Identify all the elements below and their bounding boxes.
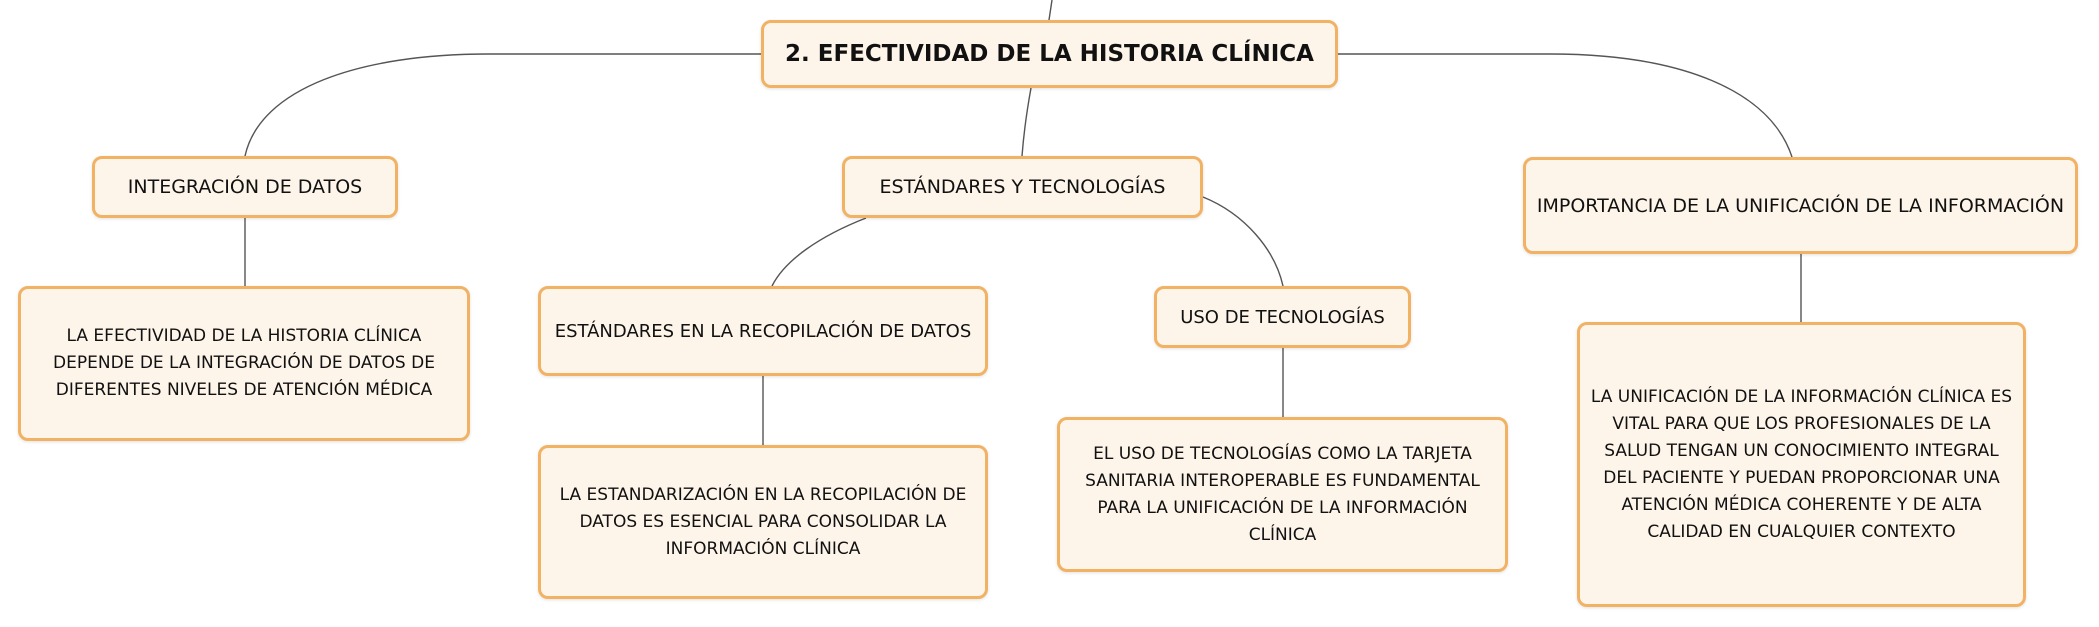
topic-node-label: ESTÁNDARES Y TECNOLOGÍAS: [879, 176, 1166, 198]
detail-node-integracion[interactable]: LA EFECTIVIDAD DE LA HISTORIA CLÍNICA DE…: [18, 286, 470, 441]
connector-estandares-uso: [1202, 196, 1284, 287]
detail-node-text: LA ESTANDARIZACIÓN EN LA RECOPILACIÓN DE…: [559, 484, 967, 559]
detail-node-text: LA UNIFICACIÓN DE LA INFORMACIÓN CLÍNICA…: [1590, 386, 2013, 542]
subtopic-node-label: ESTÁNDARES EN LA RECOPILACIÓN DE DATOS: [554, 320, 972, 342]
subtopic-node-label: USO DE TECNOLOGÍAS: [1180, 306, 1385, 328]
topic-node-label: IMPORTANCIA DE LA UNIFICACIÓN DE LA INFO…: [1536, 194, 2065, 217]
detail-node-text: EL USO DE TECNOLOGÍAS COMO LA TARJETA SA…: [1085, 443, 1480, 545]
subtopic-node-estandares-recopilacion[interactable]: ESTÁNDARES EN LA RECOPILACIÓN DE DATOS: [538, 286, 988, 376]
topic-node-importancia-unificacion[interactable]: IMPORTANCIA DE LA UNIFICACIÓN DE LA INFO…: [1523, 157, 2078, 254]
connector-root-estandares: [1021, 87, 1032, 157]
detail-node-tecnologias[interactable]: EL USO DE TECNOLOGÍAS COMO LA TARJETA SA…: [1057, 417, 1508, 572]
root-node[interactable]: 2. EFECTIVIDAD DE LA HISTORIA CLÍNICA: [761, 20, 1338, 88]
connector-root-integracion: [244, 53, 761, 157]
connector-root-parent: [1048, 0, 1053, 21]
topic-node-label: INTEGRACIÓN DE DATOS: [127, 176, 363, 198]
connector-estandares-recopilacion: [771, 217, 867, 287]
root-node-label: 2. EFECTIVIDAD DE LA HISTORIA CLÍNICA: [785, 41, 1314, 67]
topic-node-estandares-y-tecnologias[interactable]: ESTÁNDARES Y TECNOLOGÍAS: [842, 156, 1203, 218]
connector-root-importancia: [1338, 53, 1793, 158]
detail-node-text: LA EFECTIVIDAD DE LA HISTORIA CLÍNICA DE…: [53, 326, 435, 400]
subtopic-node-uso-de-tecnologias[interactable]: USO DE TECNOLOGÍAS: [1154, 286, 1411, 348]
detail-node-unificacion[interactable]: LA UNIFICACIÓN DE LA INFORMACIÓN CLÍNICA…: [1577, 322, 2026, 607]
detail-node-estandarizacion[interactable]: LA ESTANDARIZACIÓN EN LA RECOPILACIÓN DE…: [538, 445, 988, 599]
topic-node-integracion-de-datos[interactable]: INTEGRACIÓN DE DATOS: [92, 156, 398, 218]
